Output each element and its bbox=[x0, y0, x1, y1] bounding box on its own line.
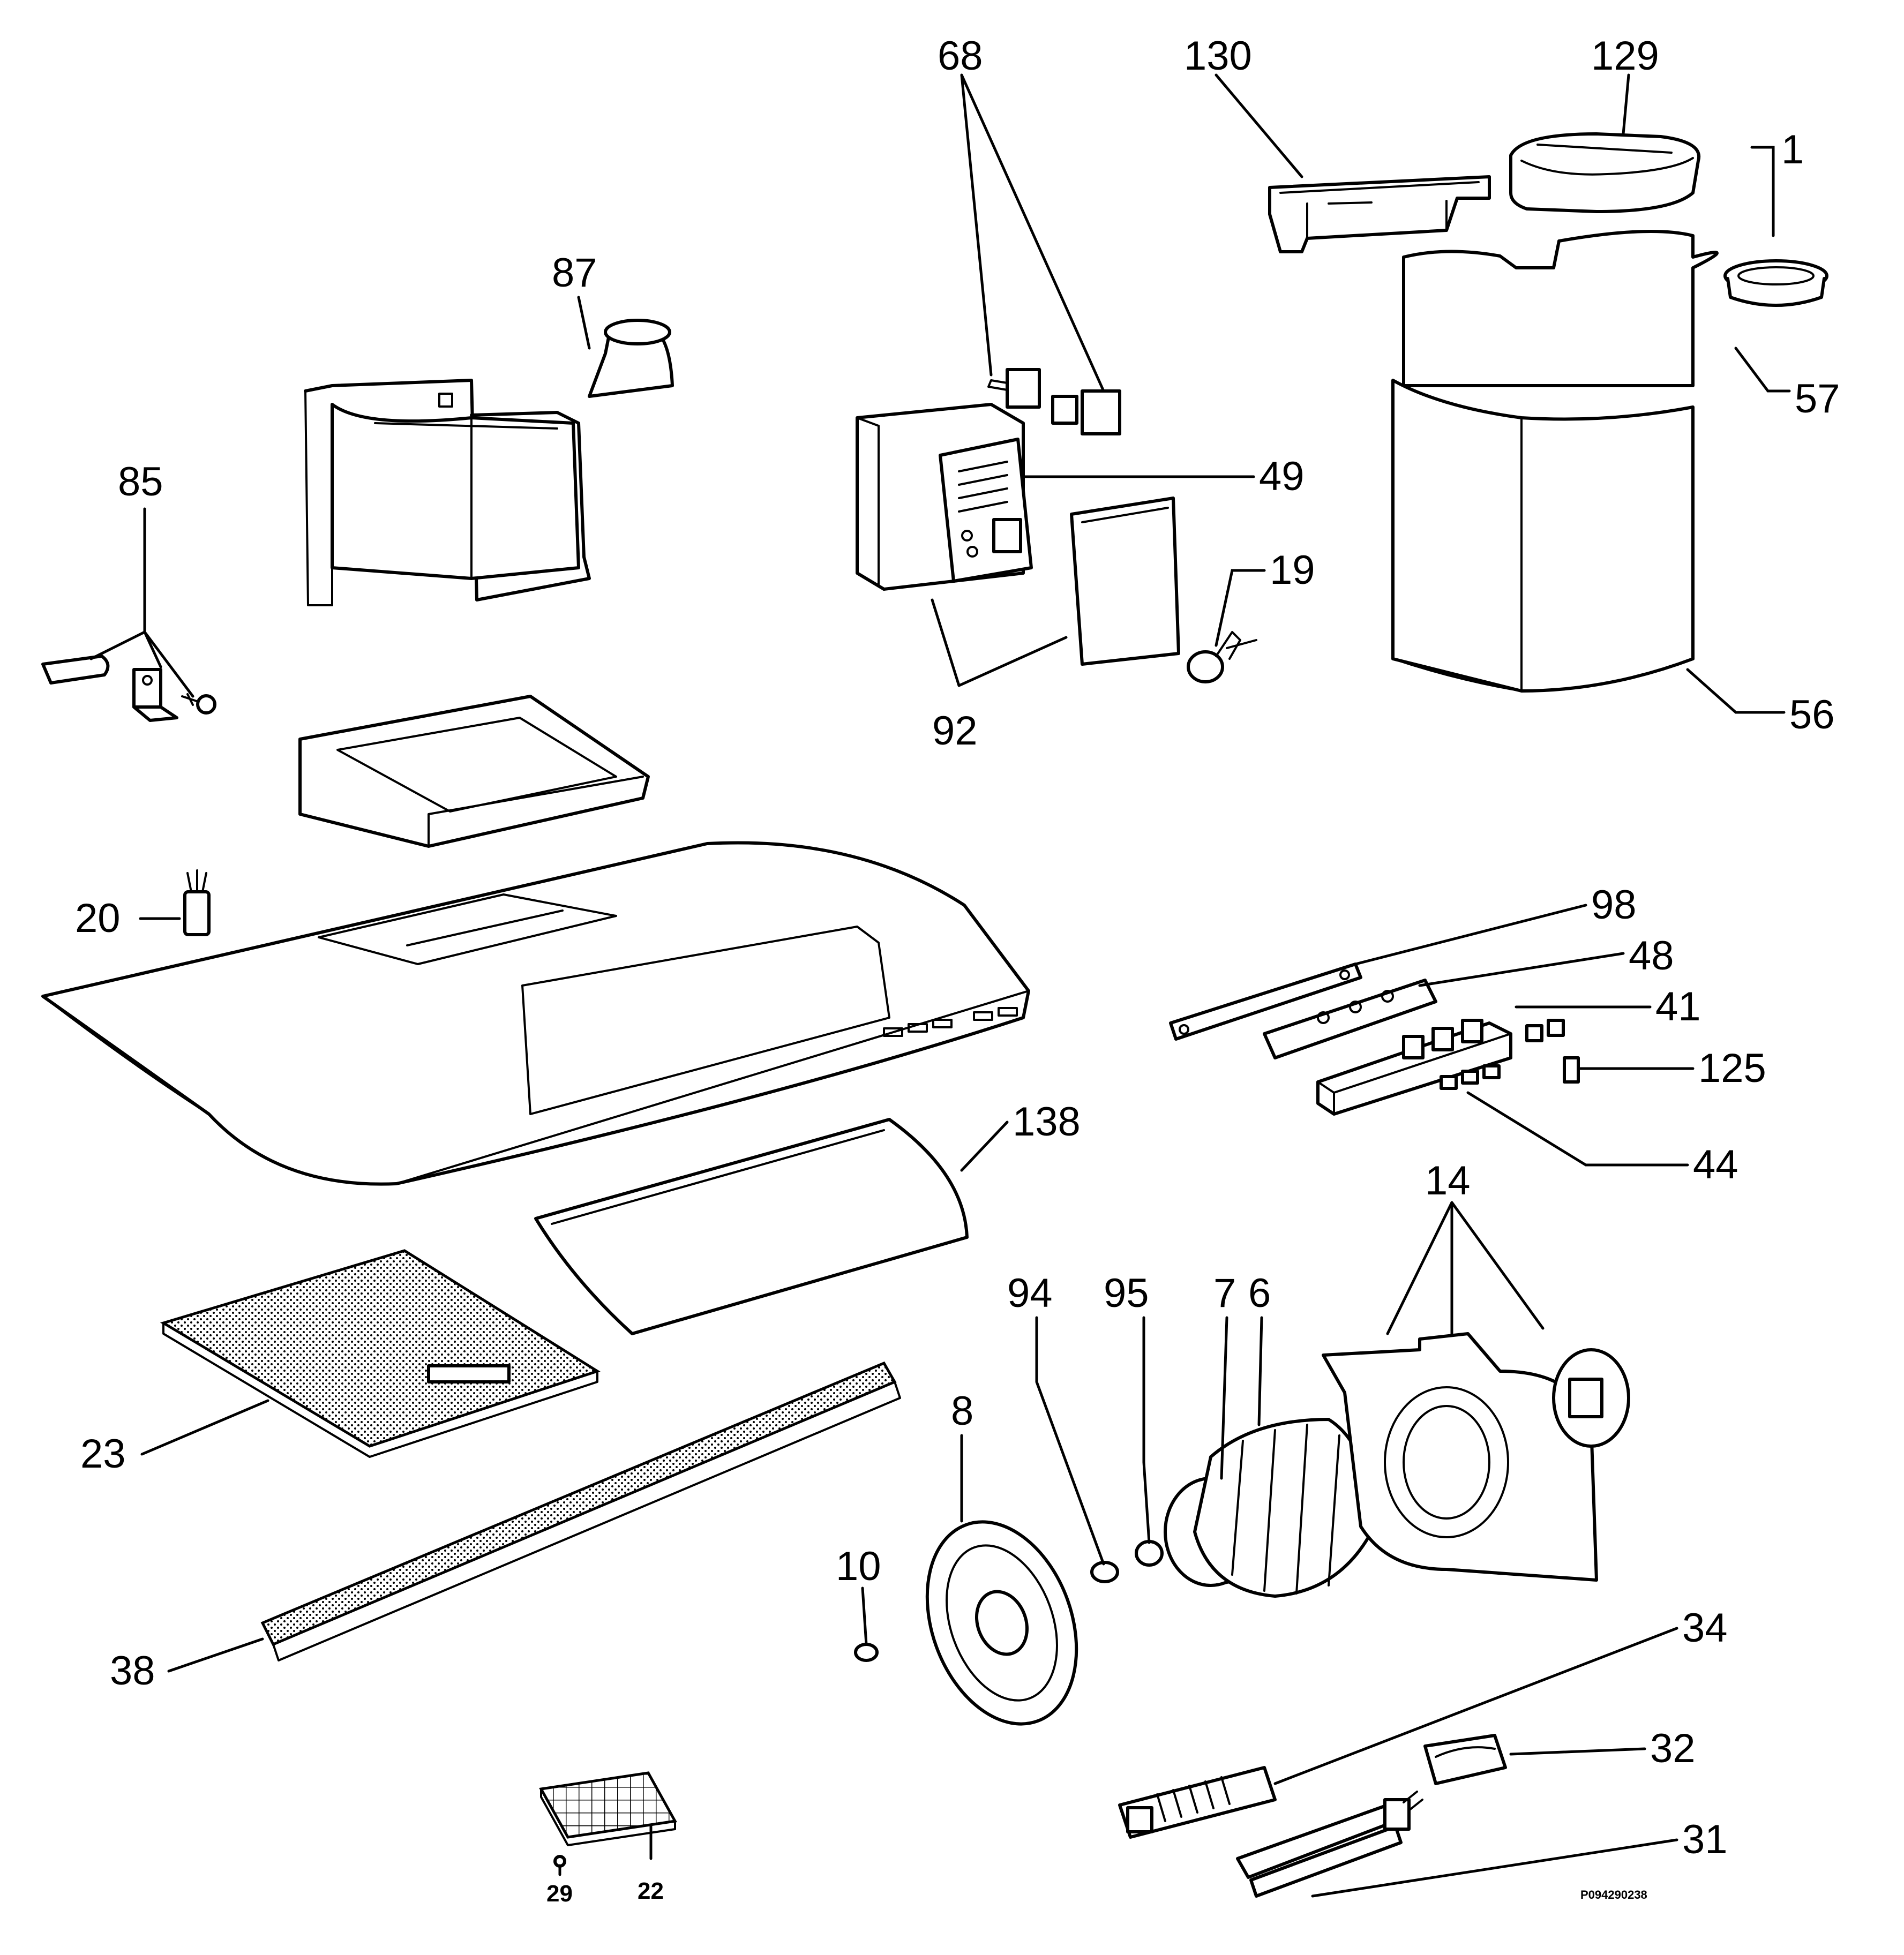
label-10: 10 bbox=[836, 1544, 881, 1589]
part-44-button-caps bbox=[1440, 1064, 1501, 1090]
label-7: 7 bbox=[1213, 1270, 1236, 1316]
part-68-switches bbox=[987, 368, 1121, 435]
label-1: 1 bbox=[1781, 127, 1804, 172]
callout-labels: 68 130 129 1 87 57 85 49 19 92 56 20 98 … bbox=[75, 33, 1840, 1907]
part-85-fixing-set bbox=[41, 655, 216, 722]
label-41: 41 bbox=[1655, 984, 1701, 1029]
label-31: 31 bbox=[1682, 1817, 1728, 1862]
label-6: 6 bbox=[1248, 1270, 1271, 1316]
part-98-strip bbox=[1169, 963, 1362, 1041]
part-23-grease-filter bbox=[160, 1249, 601, 1458]
label-20: 20 bbox=[75, 896, 121, 941]
top-shroud bbox=[298, 695, 650, 848]
label-56: 56 bbox=[1789, 692, 1835, 738]
part-22-carbon-filter bbox=[539, 1771, 677, 1846]
label-29: 29 bbox=[546, 1881, 573, 1907]
label-34: 34 bbox=[1682, 1605, 1728, 1651]
label-38: 38 bbox=[110, 1648, 155, 1694]
label-94: 94 bbox=[1007, 1270, 1053, 1316]
part-19-sensor bbox=[1187, 631, 1257, 683]
hood-body bbox=[41, 841, 1030, 1186]
label-57: 57 bbox=[1795, 376, 1840, 422]
label-129: 129 bbox=[1591, 33, 1659, 79]
part-129-adapter bbox=[1509, 132, 1701, 213]
part-31-lamp bbox=[1236, 1791, 1423, 1898]
label-19: 19 bbox=[1270, 547, 1315, 593]
label-85: 85 bbox=[118, 459, 163, 505]
leader-lines bbox=[89, 73, 1791, 1898]
label-92: 92 bbox=[932, 708, 978, 754]
part-94-washer bbox=[1090, 1561, 1119, 1583]
part-6-fan-wheel bbox=[1193, 1418, 1373, 1598]
label-8: 8 bbox=[951, 1388, 973, 1434]
part-87-outlet bbox=[588, 319, 674, 398]
part-10-knob bbox=[854, 1643, 879, 1662]
part-41-button-carrier bbox=[1316, 1019, 1565, 1116]
part-32-lamp-holder bbox=[1423, 1734, 1507, 1785]
part-138-glass-panel bbox=[534, 1118, 969, 1335]
wall-mount-box bbox=[304, 379, 591, 606]
label-130: 130 bbox=[1184, 33, 1252, 79]
label-95: 95 bbox=[1104, 1270, 1149, 1316]
label-125: 125 bbox=[1698, 1046, 1766, 1091]
label-44: 44 bbox=[1693, 1142, 1738, 1187]
part-34-terminal-block bbox=[1118, 1766, 1277, 1839]
part-95-nut bbox=[1135, 1540, 1164, 1567]
label-32: 32 bbox=[1650, 1726, 1696, 1771]
part-57-upper-chimney bbox=[1402, 230, 1719, 387]
label-98: 98 bbox=[1591, 882, 1637, 928]
part-49-control-board bbox=[939, 438, 1033, 583]
part-125-clip bbox=[1563, 1056, 1580, 1084]
label-138: 138 bbox=[1013, 1099, 1081, 1145]
label-23: 23 bbox=[80, 1431, 126, 1477]
part-20-capacitor bbox=[183, 869, 211, 936]
part-8-motor-plate bbox=[925, 1520, 1078, 1726]
part-92-cover-plate bbox=[1070, 497, 1180, 666]
reference-code: P094290238 bbox=[1580, 1888, 1647, 1901]
label-68: 68 bbox=[938, 33, 983, 79]
label-49: 49 bbox=[1259, 454, 1305, 499]
hood-front-buttons bbox=[883, 1007, 1018, 1037]
part-1-ring bbox=[1723, 259, 1828, 307]
part-130-bracket bbox=[1268, 175, 1491, 253]
part-14-blower-housing bbox=[1322, 1332, 1630, 1582]
label-48: 48 bbox=[1629, 933, 1674, 979]
label-14: 14 bbox=[1425, 1158, 1471, 1204]
label-22: 22 bbox=[638, 1878, 664, 1904]
part-38-front-strip bbox=[260, 1361, 901, 1661]
label-87: 87 bbox=[552, 250, 597, 296]
part-56-lower-chimney bbox=[1391, 379, 1695, 693]
part-48-button-board bbox=[1263, 979, 1437, 1059]
